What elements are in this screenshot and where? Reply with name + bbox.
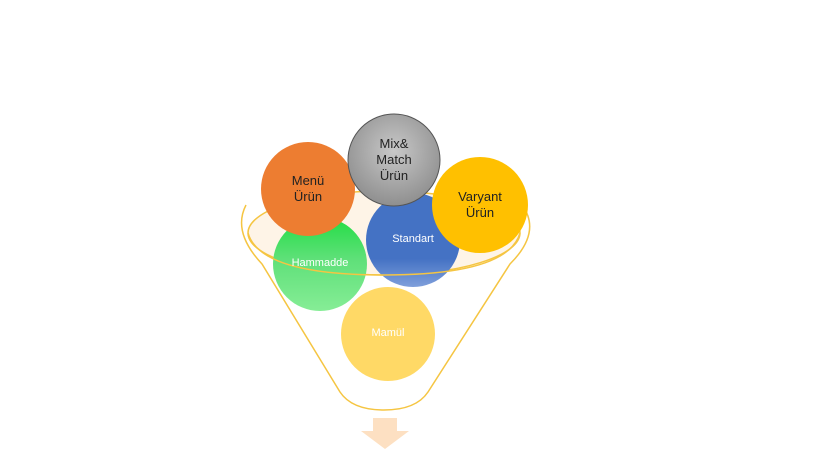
funnel-body (240, 204, 531, 411)
hammadde-circle (273, 217, 367, 311)
down-arrow-icon (361, 418, 409, 449)
varyant-urun-circle (432, 157, 528, 253)
menu-urun-circle (261, 142, 355, 236)
funnel-rim-front (247, 232, 521, 276)
mamul-circle (341, 287, 435, 381)
mix-match-urun-circle (347, 113, 441, 207)
